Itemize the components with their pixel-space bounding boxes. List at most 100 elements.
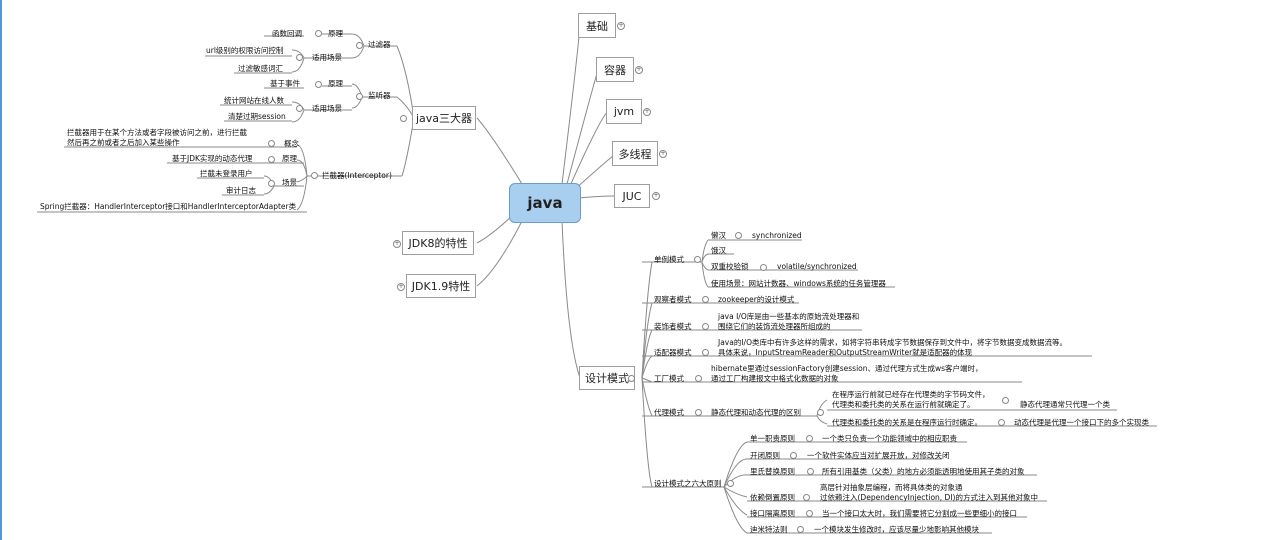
collapse-icon[interactable] <box>356 42 363 49</box>
principle-label: 依赖倒置原则 <box>750 493 795 502</box>
collapse-icon[interactable] <box>806 435 813 442</box>
node-shipei[interactable]: 适配器模式 <box>654 348 692 357</box>
collapse-icon[interactable] <box>998 419 1005 426</box>
principle-label: 接口隔离原则 <box>750 509 795 518</box>
principle-label: 开闭原则 <box>750 451 780 460</box>
leaf-text: 动态代理是代理一个接口下的多个实现类 <box>1014 418 1149 427</box>
leaf-text: 一个类只负责一个功能领域中的相应职责 <box>822 434 957 443</box>
leaf-text: synchronized <box>752 231 802 240</box>
leaf-text: Spring拦截器：HandlerInterceptor接口和HandlerIn… <box>40 202 297 211</box>
collapse-icon[interactable] <box>268 140 275 147</box>
leaf-text: java I/O库是由一些基本的原始流处理器和 <box>718 312 860 321</box>
collapse-icon[interactable] <box>296 105 303 112</box>
node-sheji[interactable]: 设计模式 <box>579 366 635 390</box>
leaf-text: 具体来说，InputStreamReader和OutputStreamWrite… <box>718 348 973 357</box>
leaf-text: 然后再之前或者之后加入某些操作 <box>67 138 180 147</box>
leaf-text: 拦截器用于在某个方法或者字段被访问之前，进行拦截 <box>67 128 247 137</box>
label-yuanli: 原理 <box>328 29 343 38</box>
node-jdk19[interactable]: JDK1.9特性 <box>406 274 476 298</box>
leaf-text: 统计网站在线人数 <box>224 96 284 105</box>
node-rongqi[interactable]: 容器 <box>596 57 634 82</box>
collapse-icon[interactable] <box>296 54 303 61</box>
node-sandaqi[interactable]: java三大器 <box>412 106 476 130</box>
collapse-icon[interactable] <box>315 81 322 88</box>
leaf-text: 高层针对抽象层编程，而将具体类的对象通 <box>820 483 963 492</box>
collapse-icon[interactable] <box>702 349 709 356</box>
expand-icon[interactable]: + <box>635 66 643 74</box>
label-yuanli: 原理 <box>328 79 343 88</box>
collapse-icon[interactable] <box>695 409 702 416</box>
label-changjing: 适用场景 <box>312 104 342 113</box>
node-daili-diff[interactable]: 静态代理和动态代理的区别 <box>711 408 801 417</box>
node-jvm[interactable]: jvm <box>606 99 642 124</box>
leaf-text: 饿汉 <box>711 246 726 255</box>
leaf-text: 过滤敏感词汇 <box>238 64 283 73</box>
collapse-icon[interactable] <box>311 172 318 179</box>
leaf-text: 代理类和委托类的关系是在程序运行时确定。 <box>832 418 982 427</box>
leaf-text: 围绕它们的装饰流处理器所组成的 <box>718 322 831 331</box>
leaf-text: 过依赖注入(DependencyInjection, DI)的方式注入到其他对象… <box>820 493 1038 502</box>
node-liuda[interactable]: 设计模式之六大原则 <box>654 479 722 488</box>
node-gongchang[interactable]: 工厂模式 <box>654 374 684 383</box>
collapse-icon[interactable] <box>817 409 824 416</box>
leaf-text: hibernate里通过sessionFactory创建session、通过代理… <box>711 364 983 373</box>
expand-icon[interactable]: + <box>393 240 401 248</box>
collapse-icon[interactable] <box>356 93 363 100</box>
leaf-text: 基于JDK实现的动态代理 <box>172 154 253 163</box>
expand-icon[interactable]: + <box>643 108 651 116</box>
collapse-icon[interactable] <box>628 375 635 382</box>
node-jichu[interactable]: 基础 <box>578 13 616 38</box>
node-jdk8[interactable]: JDK8的特性 <box>402 231 474 255</box>
node-guancha[interactable]: 观察者模式 <box>654 295 692 304</box>
leaf-text: 代理类和委托类的关系在运行前就确定了。 <box>832 400 975 409</box>
leaf-text: 使用场景：网站计数器、windows系统的任务管理器 <box>711 279 886 288</box>
node-listener[interactable]: 监听器 <box>368 91 391 100</box>
leaf-text: zookeeper的设计模式 <box>718 295 795 304</box>
collapse-icon[interactable] <box>268 180 275 187</box>
node-daili[interactable]: 代理模式 <box>654 408 684 417</box>
collapse-icon[interactable] <box>797 526 804 533</box>
leaf-text: Java的I/O类库中有许多这样的需求，如将字符串转成字节数据保存到文件中，将字… <box>718 338 1067 347</box>
node-zhuangshi[interactable]: 装饰者模式 <box>654 322 692 331</box>
leaf-text: 懒汉 <box>711 231 726 240</box>
expand-icon[interactable]: + <box>659 150 667 158</box>
collapse-icon[interactable] <box>315 30 322 37</box>
collapse-icon[interactable] <box>806 510 813 517</box>
root-node-java[interactable]: java <box>509 183 581 223</box>
collapse-icon[interactable] <box>735 232 742 239</box>
node-interceptor[interactable]: 拦截器(Interceptor) <box>322 171 392 180</box>
collapse-icon[interactable] <box>695 375 702 382</box>
collapse-icon[interactable] <box>268 156 275 163</box>
label-changjing: 场景 <box>282 178 297 187</box>
label-gainian: 概念 <box>284 139 299 148</box>
collapse-icon[interactable] <box>694 256 701 263</box>
node-duoxiancheng[interactable]: 多线程 <box>612 141 658 166</box>
collapse-icon[interactable] <box>760 264 767 271</box>
expand-icon[interactable]: + <box>397 283 405 291</box>
collapse-icon[interactable] <box>1002 397 1009 404</box>
label-changjing: 适用场景 <box>312 53 342 62</box>
label-yuanli: 原理 <box>282 154 297 163</box>
collapse-icon[interactable] <box>803 494 810 501</box>
leaf-text: 拦截未登录用户 <box>200 169 253 178</box>
leaf-text: url级别的权限访问控制 <box>206 46 284 55</box>
expand-icon[interactable]: + <box>652 192 660 200</box>
leaf-text: 双重校验锁 <box>711 262 749 271</box>
principle-label: 里氏替换原则 <box>750 467 795 476</box>
expand-icon[interactable]: + <box>617 22 625 30</box>
node-juc[interactable]: JUC <box>614 184 650 208</box>
leaf-text: volatile/synchronized <box>777 262 857 271</box>
collapse-icon[interactable] <box>807 468 814 475</box>
leaf-text: 静态代理通常只代理一个类 <box>1020 400 1110 409</box>
principle-label: 单一职责原则 <box>750 434 795 443</box>
leaf-text: 当一个接口太大时，我们需要将它分割成一些更细小的接口 <box>822 509 1017 518</box>
node-filter[interactable]: 过滤器 <box>368 40 391 49</box>
collapse-icon[interactable] <box>702 296 709 303</box>
collapse-icon[interactable] <box>702 323 709 330</box>
collapse-icon[interactable] <box>727 480 734 487</box>
collapse-icon[interactable] <box>400 115 407 122</box>
collapse-icon[interactable] <box>790 452 797 459</box>
node-danli[interactable]: 单例模式 <box>654 255 684 264</box>
